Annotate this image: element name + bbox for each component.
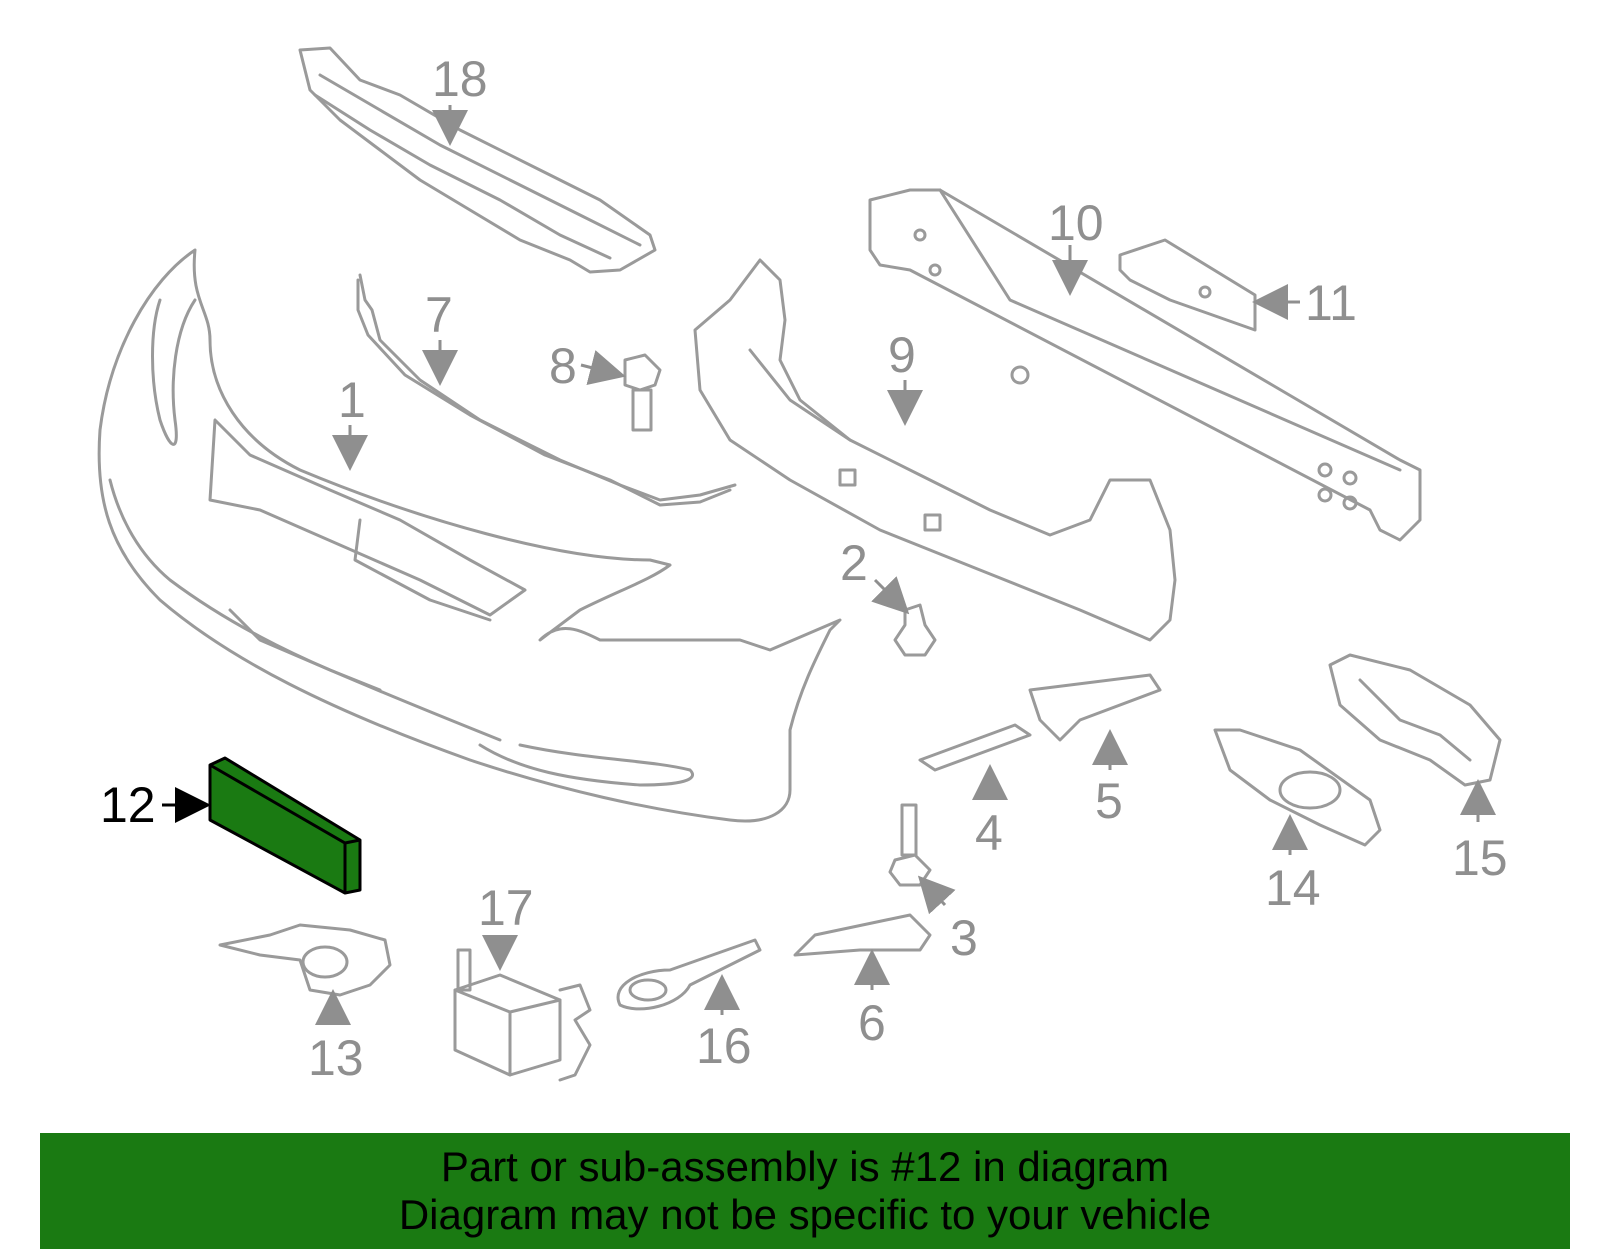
part-6-bracket <box>793 913 932 957</box>
part-16-tow-hook <box>616 938 762 1011</box>
part-13-fog-cover <box>218 923 392 997</box>
parts-diagram: 18 10 11 7 8 9 1 2 4 5 14 15 3 6 16 17 1… <box>97 46 1508 1086</box>
part-2-clip <box>893 603 937 657</box>
part-17-module <box>453 948 592 1082</box>
callout-14: 14 <box>1265 860 1321 916</box>
part-1-bumper-cover <box>97 248 842 823</box>
part-12-highlighted <box>208 756 362 895</box>
part-9-absorber <box>693 258 1177 642</box>
callout-3: 3 <box>950 910 978 966</box>
part-4-strip <box>918 723 1032 772</box>
callout-1: 1 <box>338 372 366 428</box>
part-8-bolt <box>623 353 662 432</box>
part-5-bracket <box>1028 673 1162 742</box>
callout-2: 2 <box>840 535 868 591</box>
info-banner: Part or sub-assembly is #12 in diagram D… <box>40 1133 1570 1249</box>
part-3-bolt <box>888 803 932 887</box>
callout-11: 11 <box>1305 275 1357 331</box>
part-7-molding <box>356 273 737 507</box>
part-10-reinforcement-beam <box>868 188 1422 542</box>
callout-13: 13 <box>308 1030 364 1086</box>
part-14-fog-bezel <box>1213 728 1382 847</box>
callout-9: 9 <box>888 327 916 383</box>
callout-12: 12 <box>100 777 156 833</box>
part-15-fog-bracket <box>1328 653 1502 787</box>
callout-16: 16 <box>696 1018 752 1074</box>
callout-8: 8 <box>549 338 577 394</box>
callout-6: 6 <box>858 995 886 1051</box>
part-18-reinforcement <box>298 46 657 274</box>
callout-18: 18 <box>432 51 488 107</box>
part-11-bracket <box>1118 238 1257 332</box>
callout-7: 7 <box>425 287 453 343</box>
callout-15: 15 <box>1452 830 1508 886</box>
callout-10: 10 <box>1048 195 1104 251</box>
banner-line-1: Part or sub-assembly is #12 in diagram <box>440 1143 1170 1190</box>
callout-5: 5 <box>1095 773 1123 829</box>
banner-line-2: Diagram may not be specific to your vehi… <box>398 1191 1212 1238</box>
callout-17: 17 <box>478 880 534 936</box>
callout-4: 4 <box>975 805 1003 861</box>
